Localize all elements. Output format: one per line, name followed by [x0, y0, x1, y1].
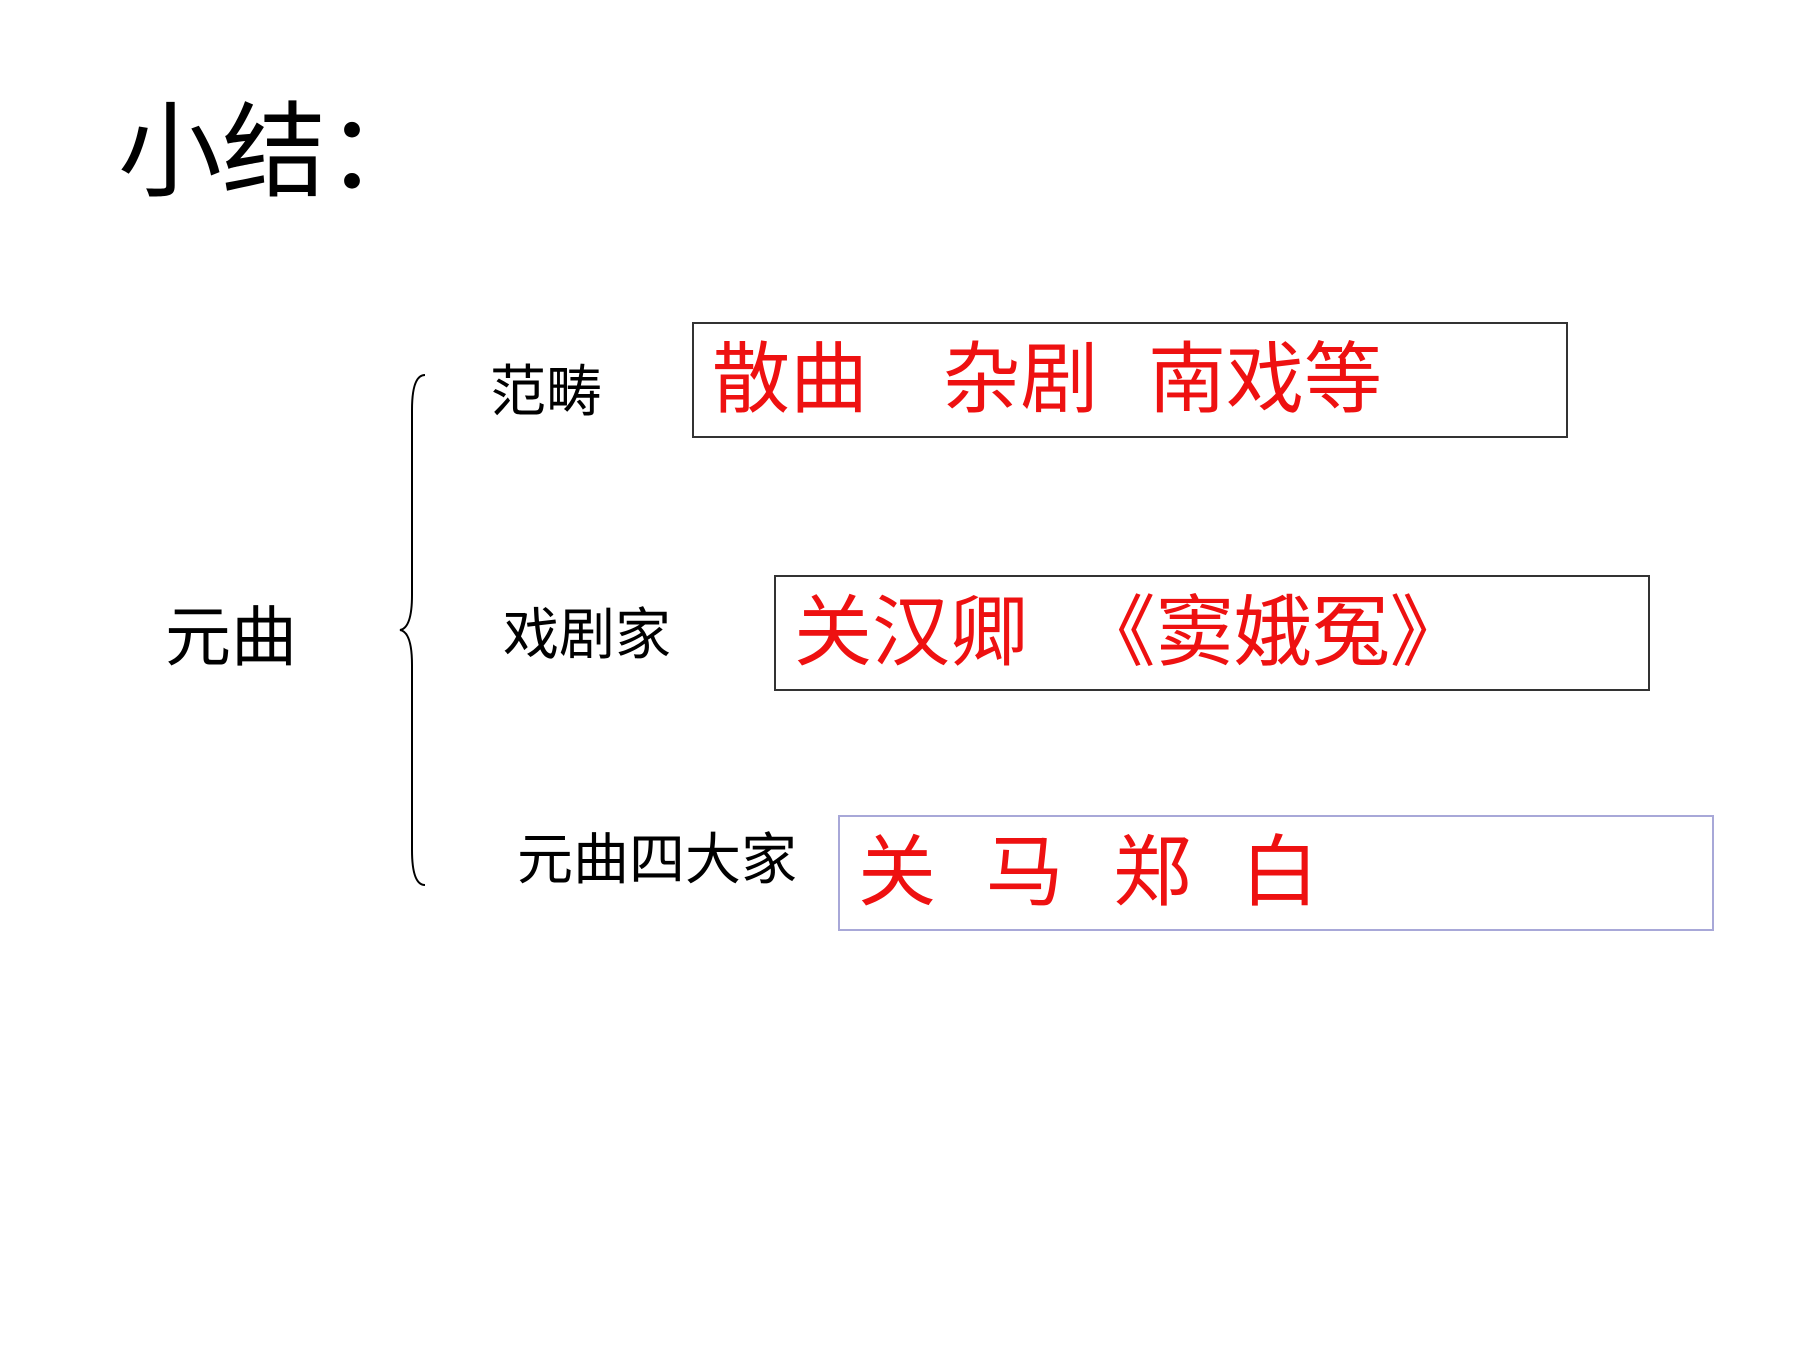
- root-label-yuanqu: 元曲: [165, 599, 297, 676]
- answer-text-category: 散曲 杂剧 南戏等: [712, 335, 1382, 425]
- curly-brace-icon: [399, 374, 426, 886]
- answer-box-four-masters: 关 马 郑 白: [838, 815, 1714, 931]
- branch-label-dramatist: 戏剧家: [503, 603, 671, 668]
- branch-label-category: 范畴: [490, 360, 602, 425]
- answer-box-category: 散曲 杂剧 南戏等: [692, 322, 1568, 438]
- answer-text-dramatist: 关汉卿 《窦娥冤》: [794, 588, 1468, 678]
- branch-label-four-masters: 元曲四大家: [517, 828, 797, 893]
- answer-box-dramatist: 关汉卿 《窦娥冤》: [774, 575, 1650, 691]
- slide-title: 小结：: [118, 91, 431, 213]
- answer-text-four-masters: 关 马 郑 白: [858, 828, 1319, 918]
